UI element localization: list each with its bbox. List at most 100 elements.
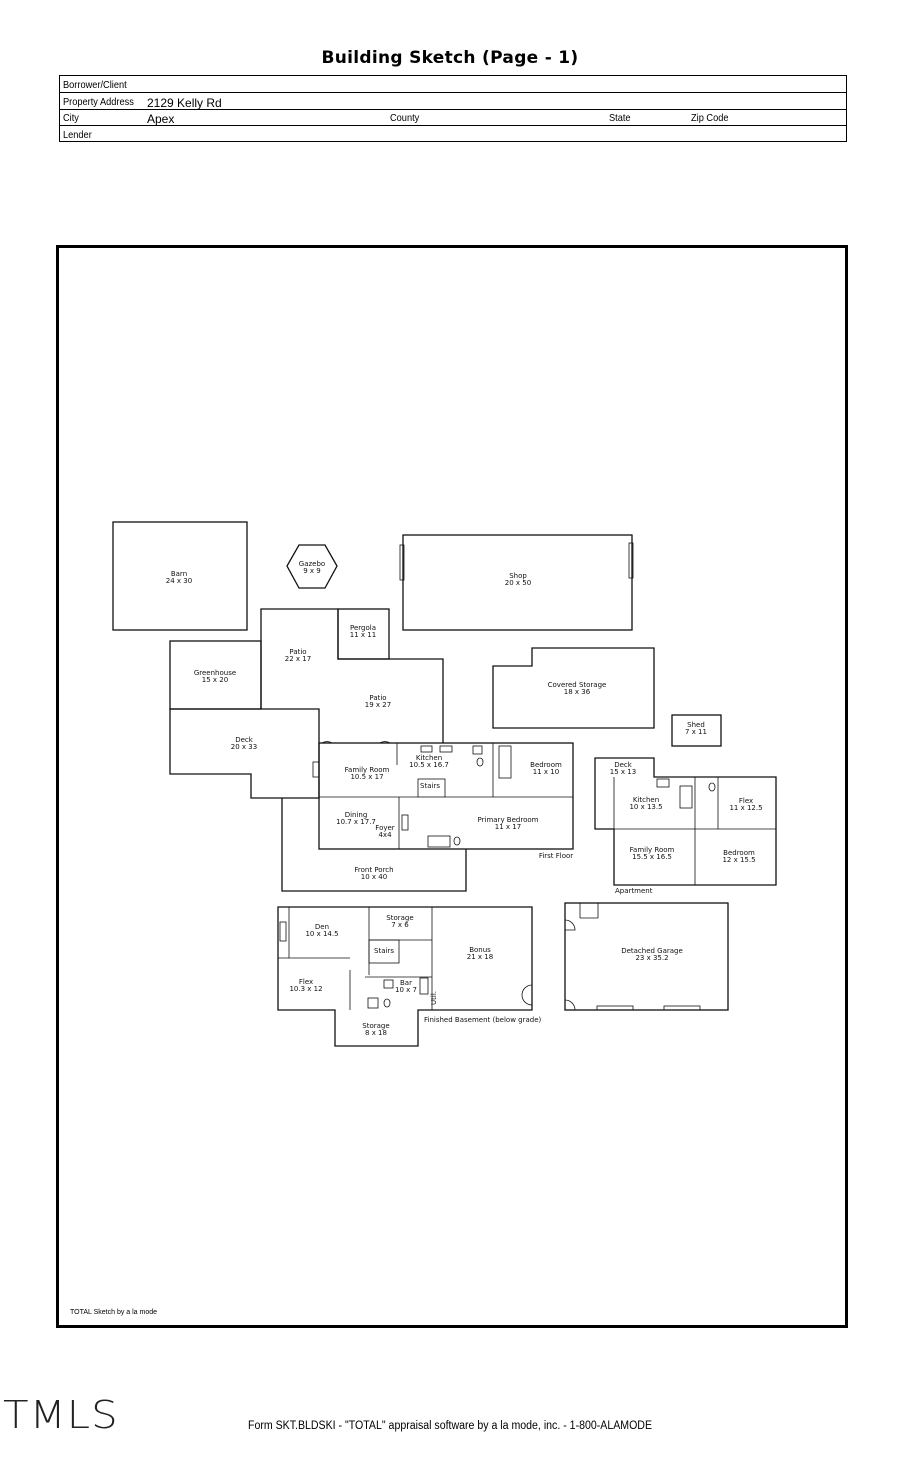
- gazebo-outline: [286, 544, 338, 589]
- b-flex-size: 10.3 x 12: [289, 985, 322, 993]
- stairs-box: [368, 939, 400, 964]
- dining-label: Dining: [345, 811, 368, 819]
- bar-label: Bar: [400, 979, 412, 987]
- front-porch-size: 10 x 40: [361, 873, 387, 881]
- garage-size: 23 x 35.2: [635, 954, 668, 962]
- door-swing: [564, 919, 576, 931]
- sink-icon: [439, 745, 453, 753]
- sketch-credit: TOTAL Sketch by a la mode: [70, 1309, 158, 1316]
- bedroom-label: Bedroom: [530, 761, 562, 769]
- garage-outline: [564, 902, 729, 1011]
- toilet-icon: [453, 836, 461, 846]
- address-value: 2129 Kelly Rd: [147, 96, 222, 110]
- dining-size: 10.7 x 17.7: [336, 818, 376, 826]
- patio1-size: 22 x 17: [285, 655, 311, 663]
- deck-label: Deck: [235, 736, 254, 744]
- appliance-icon: [367, 997, 379, 1009]
- barn-label: Barn: [171, 570, 187, 578]
- den-size: 10 x 14.5: [305, 930, 338, 938]
- shop-door-left: [399, 544, 405, 581]
- toilet-icon: [383, 998, 391, 1008]
- patio2-label: Patio: [369, 694, 386, 702]
- header-info-box: Borrower/Client Property Address 2129 Ke…: [59, 75, 847, 142]
- county-label: County: [390, 112, 420, 124]
- shower-icon: [498, 745, 512, 779]
- patio2-size: 19 x 27: [365, 701, 391, 709]
- garage-door-2: [663, 1005, 701, 1011]
- family-room-label: Family Room: [345, 766, 390, 774]
- apt-flex-label: Flex: [739, 797, 753, 805]
- covered-storage-outline: [492, 647, 655, 729]
- door-swing: [379, 741, 391, 744]
- front-porch-outline: [281, 798, 467, 892]
- deck-door: [312, 761, 320, 778]
- bar-size: 10 x 7: [395, 986, 417, 994]
- bonus-size: 21 x 18: [467, 953, 493, 961]
- b-storage2-label: Storage: [362, 1022, 389, 1030]
- stairs2-label: Stairs: [374, 947, 394, 955]
- city-row: City Apex County State Zip Code: [60, 109, 846, 126]
- door-swing: [564, 999, 576, 1011]
- shed-size: 7 x 11: [685, 728, 707, 736]
- pergola-outline: [337, 608, 390, 660]
- apartment-label: Apartment: [615, 887, 653, 895]
- apt-flex-size: 11 x 12.5: [729, 804, 762, 812]
- door-swing: [521, 984, 533, 1006]
- bathtub-icon: [679, 785, 693, 809]
- lender-label: Lender: [63, 129, 92, 141]
- primary-bedroom-label: Primary Bedroom: [478, 816, 539, 824]
- covered-storage-label: Covered Storage: [548, 681, 607, 689]
- state-label: State: [609, 112, 631, 124]
- barn-outline: [112, 521, 248, 631]
- barn-size: 24 x 30: [166, 577, 192, 585]
- deck-size: 20 x 33: [231, 743, 257, 751]
- city-value: Apex: [147, 112, 175, 126]
- window-icon: [279, 921, 287, 942]
- shop-label: Shop: [509, 572, 527, 580]
- patio1-label: Patio: [289, 648, 306, 656]
- apt-kitchen-size: 10 x 13.5: [629, 803, 662, 811]
- zip-label: Zip Code: [691, 112, 729, 124]
- bonus-label: Bonus: [469, 946, 491, 954]
- bathtub-icon: [427, 835, 451, 848]
- door-swing: [321, 741, 333, 744]
- family-room-size: 10.5 x 17: [350, 773, 383, 781]
- apt-bedroom-size: 12 x 15.5: [722, 856, 755, 864]
- covered-storage-size: 18 x 36: [564, 688, 591, 696]
- stove-icon: [420, 745, 433, 753]
- garage-door-1: [596, 1005, 634, 1011]
- sink-icon: [383, 979, 394, 989]
- foyer-size: 4x4: [378, 831, 392, 839]
- b-flex-label: Flex: [299, 978, 313, 986]
- page-title: Building Sketch (Page - 1): [321, 48, 579, 68]
- util-label: Util.: [430, 991, 438, 1005]
- stove-icon: [656, 778, 670, 788]
- bathtub-icon: [401, 814, 409, 831]
- deck-outline: [169, 708, 320, 799]
- basement-outline: [277, 906, 533, 1047]
- stove-icon: [419, 977, 429, 995]
- sink-icon: [472, 745, 483, 755]
- pergola-label: Pergola: [350, 624, 376, 632]
- lender-row: Lender: [60, 126, 846, 142]
- kitchen-label: Kitchen: [416, 754, 442, 762]
- b-storage1-label: Storage: [386, 914, 413, 922]
- sketch-frame: [56, 245, 848, 1328]
- toilet-icon: [708, 782, 716, 792]
- apt-family-label: Family Room: [630, 846, 675, 854]
- mls-logo: TMLS: [3, 1393, 119, 1437]
- form-footer: Form SKT.BLDSKI - "TOTAL" appraisal soft…: [247, 1420, 653, 1432]
- basement-label: Finished Basement (below grade): [424, 1016, 541, 1024]
- address-row: Property Address 2129 Kelly Rd: [60, 93, 846, 110]
- gazebo-size: 9 x 9: [303, 567, 321, 575]
- pergola-size: 11 x 11: [350, 631, 376, 639]
- kitchen-size: 10.5 x 16.7: [409, 761, 449, 769]
- apt-bedroom-label: Bedroom: [723, 849, 755, 857]
- shop-size: 20 x 50: [505, 579, 531, 587]
- greenhouse-size: 15 x 20: [202, 676, 228, 684]
- borrower-row: Borrower/Client: [60, 76, 846, 93]
- stairs-label: Stairs: [420, 782, 440, 790]
- apt-deck-size: 15 x 13: [610, 768, 636, 776]
- borrower-label: Borrower/Client: [63, 79, 127, 91]
- den-label: Den: [315, 923, 329, 931]
